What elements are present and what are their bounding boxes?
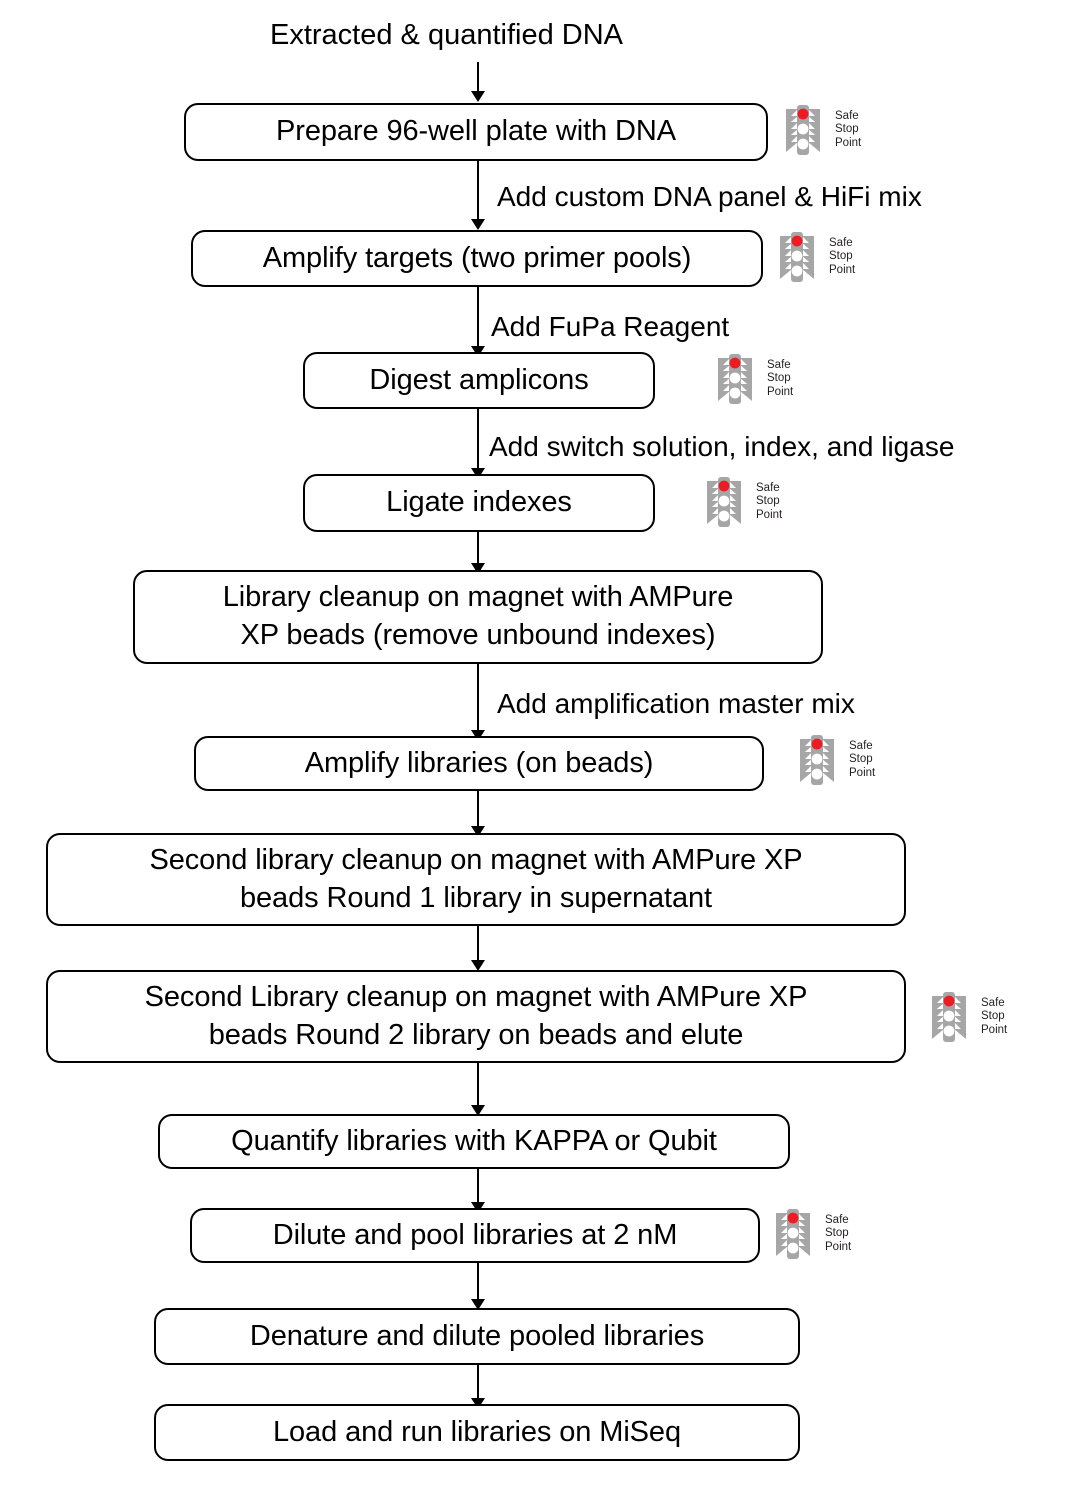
safe-stop-point-label: Safe Stop Point	[849, 739, 876, 779]
traffic-light-icon	[932, 992, 966, 1042]
node-second-library-cleanup-round1[interactable]: Second library cleanup on magnet with AM…	[46, 833, 906, 926]
safe-stop-point-label: Safe Stop Point	[835, 109, 862, 149]
safe-stop-point-marker-n1: Safe Stop Point	[786, 104, 861, 156]
start-caption: Extracted & quantified DNA	[270, 19, 624, 51]
traffic-light-icon	[707, 477, 741, 527]
safe-stop-point-label: Safe Stop Point	[829, 236, 856, 276]
safe-stop-point-label: Safe Stop Point	[981, 996, 1008, 1036]
edge-label-n5-n6: Add amplification master mix	[497, 688, 855, 719]
node-amplify-libraries[interactable]: Amplify libraries (on beads)	[194, 736, 764, 791]
safe-stop-point-label: Safe Stop Point	[767, 358, 794, 398]
node-denature-and-dilute[interactable]: Denature and dilute pooled libraries	[154, 1308, 800, 1365]
edge-label-n3-n4: Add switch solution, index, and ligase	[489, 431, 955, 462]
node-quantify-libraries[interactable]: Quantify libraries with KAPPA or Qubit	[158, 1114, 790, 1169]
node-prepare-96-well-plate[interactable]: Prepare 96-well plate with DNA	[184, 103, 768, 161]
node-second-library-cleanup-round2[interactable]: Second Library cleanup on magnet with AM…	[46, 970, 906, 1063]
traffic-light-icon	[776, 1209, 810, 1259]
node-ligate-indexes[interactable]: Ligate indexes	[303, 474, 655, 532]
node-dilute-and-pool-libraries[interactable]: Dilute and pool libraries at 2 nM	[190, 1208, 760, 1263]
safe-stop-point-marker-n10: Safe Stop Point	[776, 1208, 851, 1260]
node-amplify-targets[interactable]: Amplify targets (two primer pools)	[191, 230, 763, 287]
safe-stop-point-marker-n6: Safe Stop Point	[800, 734, 875, 786]
safe-stop-point-marker-n2: Safe Stop Point	[780, 231, 855, 283]
safe-stop-point-marker-n8: Safe Stop Point	[932, 991, 1007, 1043]
node-load-and-run-miseq[interactable]: Load and run libraries on MiSeq	[154, 1404, 800, 1461]
safe-stop-point-label: Safe Stop Point	[825, 1213, 852, 1253]
safe-stop-point-marker-n3: Safe Stop Point	[718, 353, 793, 405]
edge-label-n2-n3: Add FuPa Reagent	[491, 311, 730, 342]
edge-label-n1-n2: Add custom DNA panel & HiFi mix	[497, 181, 922, 212]
traffic-light-icon	[718, 354, 752, 404]
safe-stop-point-label: Safe Stop Point	[756, 481, 783, 521]
traffic-light-icon	[780, 232, 814, 282]
node-digest-amplicons[interactable]: Digest amplicons	[303, 352, 655, 409]
node-library-cleanup[interactable]: Library cleanup on magnet with AMPure XP…	[133, 570, 823, 664]
safe-stop-point-marker-n4: Safe Stop Point	[707, 476, 782, 528]
traffic-light-icon	[800, 735, 834, 785]
traffic-light-icon	[786, 105, 820, 155]
